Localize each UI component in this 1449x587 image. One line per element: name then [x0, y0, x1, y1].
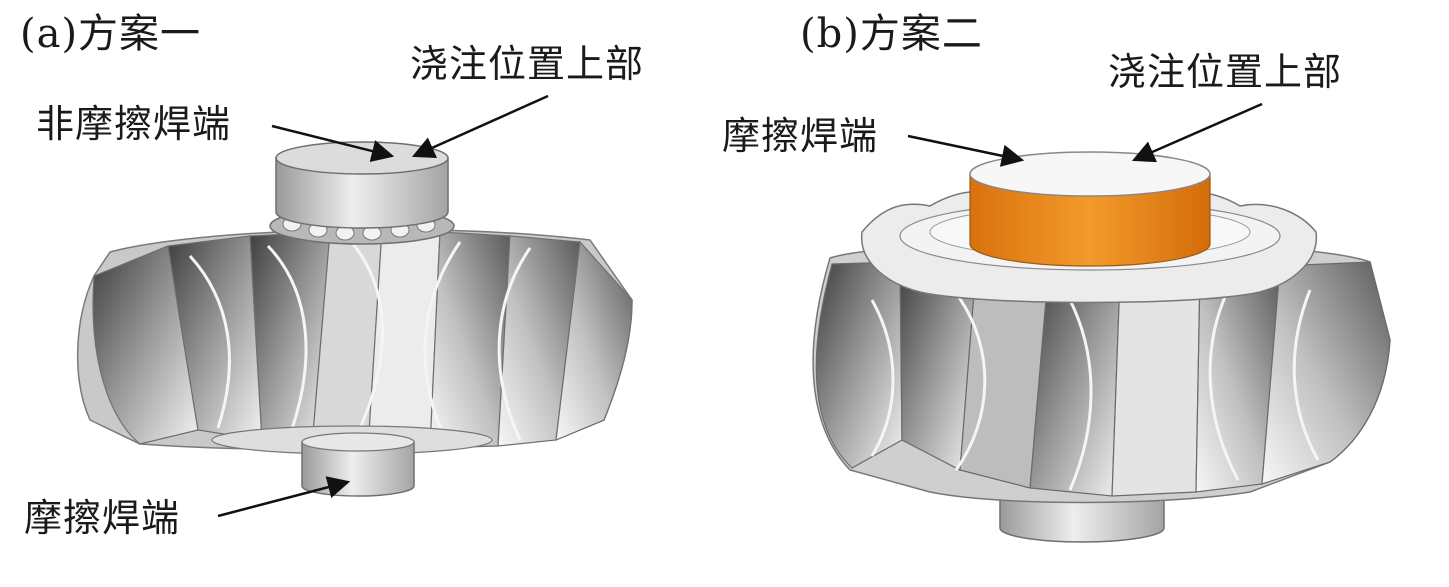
panel-a-friction-weld-label: 摩擦焊端 — [24, 496, 181, 540]
arrow-a-non-friction-weld — [271, 124, 395, 163]
impeller-b — [812, 151, 1391, 543]
panel-a-non-friction-weld-label: 非摩擦焊端 — [36, 102, 232, 146]
panel-b-pour-top-label: 浇注位置上部 — [1108, 50, 1343, 94]
leader-arrows — [217, 94, 1263, 518]
panel-b-title: (b)方案二 — [800, 11, 983, 57]
arrow-b-friction-weld — [907, 134, 1025, 167]
arrow-b-pour-top — [1131, 102, 1263, 163]
arrow-a-pour-top — [411, 94, 549, 158]
arrow-a-friction-weld — [217, 476, 351, 518]
panel-a-pour-top-label: 浇注位置上部 — [410, 42, 645, 86]
panel-b-friction-weld-label: 摩擦焊端 — [722, 114, 879, 158]
panel-a-title: (a)方案一 — [20, 11, 202, 57]
impeller-a — [76, 141, 633, 497]
